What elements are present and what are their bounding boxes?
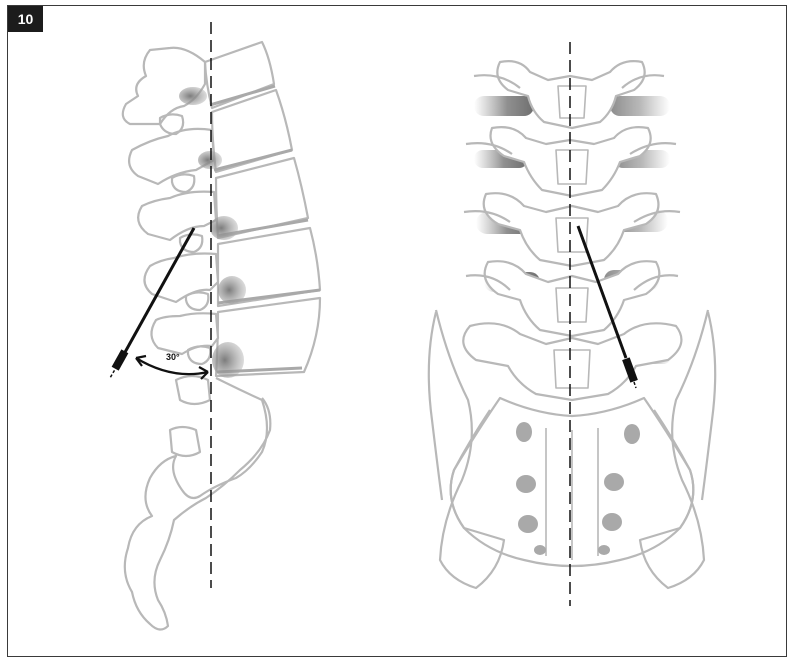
sacrum-posterior — [451, 398, 694, 566]
lateral-spine-view — [123, 42, 320, 630]
posterior-spine-view — [429, 61, 715, 588]
needle-lateral — [110, 228, 194, 378]
angle-label: 30° — [166, 352, 180, 362]
sacrum-lateral — [125, 376, 271, 630]
